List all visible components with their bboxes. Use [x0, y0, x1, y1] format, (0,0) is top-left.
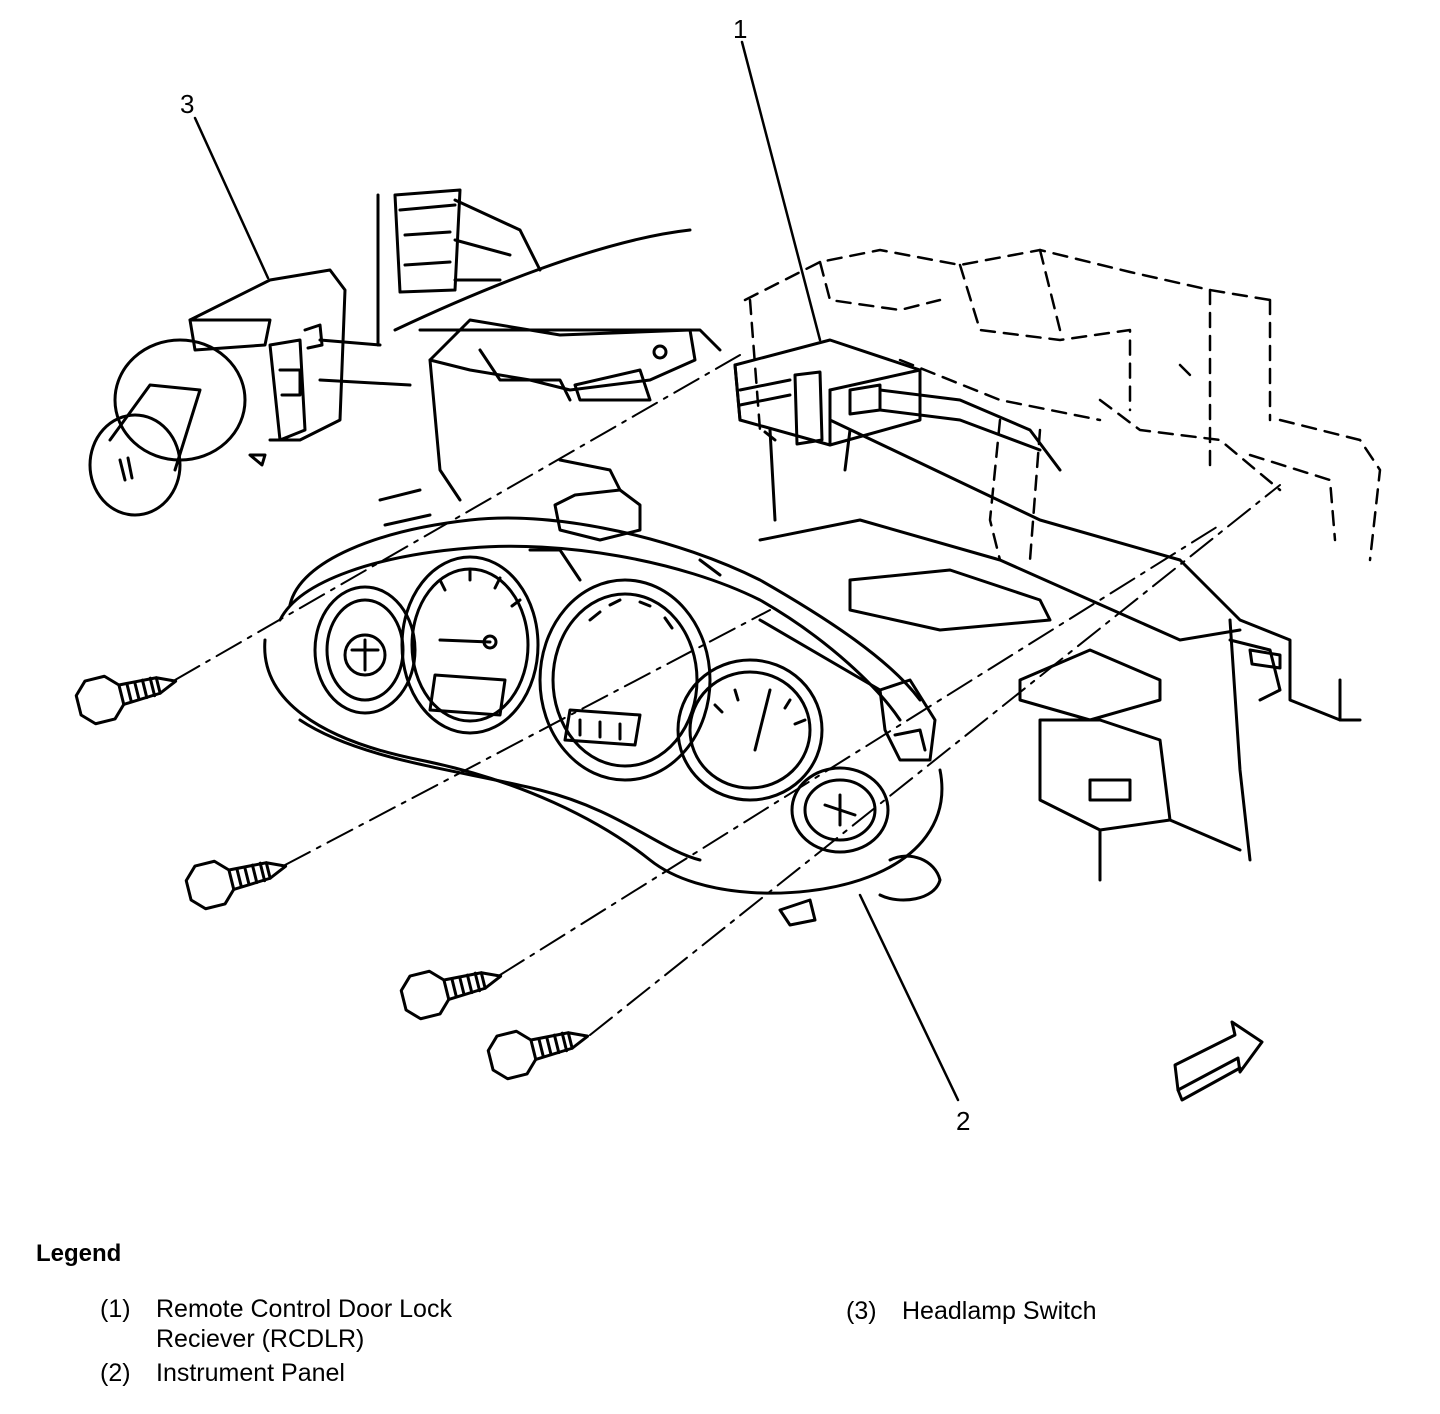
legend-item-number: (3) [846, 1297, 877, 1325]
callout-2: 2 [956, 1106, 970, 1136]
legend-item-number: (1) [100, 1295, 131, 1323]
screw-3 [399, 969, 503, 1021]
screw-2 [184, 859, 288, 911]
leader-lines [193, 40, 960, 1102]
dashboard-carrier [758, 418, 1362, 882]
screw-4 [486, 1029, 590, 1081]
view-direction-arrow-icon [1173, 1020, 1264, 1102]
rcdlr-module-drawing [733, 338, 1062, 522]
legend-item-3: (3) Headlamp Switch [846, 1296, 1097, 1326]
legend-title: Legend [36, 1240, 122, 1267]
dashboard-structure-dashed [743, 248, 1382, 562]
screw-alignment-lines [174, 354, 1281, 1036]
instrument-panel-diagram: 1 2 3 [74, 14, 1382, 1136]
legend-item-text: Instrument Panel [156, 1359, 345, 1387]
screw-1 [74, 674, 178, 726]
legend-item-2: (2) Instrument Panel [100, 1358, 345, 1388]
legend-item-1: (1) Remote Control Door Lock Reciever (R… [100, 1294, 452, 1354]
callout-3: 3 [180, 89, 194, 119]
connector-top [376, 188, 542, 347]
cluster-upper-trim [378, 228, 722, 527]
legend-item-text: Remote Control Door Lock Reciever (RCDLR… [156, 1295, 452, 1353]
instrument-cluster-drawing [263, 488, 944, 927]
headlamp-switch-drawing [88, 268, 412, 517]
legend-item-number: (2) [100, 1359, 131, 1387]
legend-item-text: Headlamp Switch [902, 1297, 1097, 1325]
callout-1: 1 [733, 14, 747, 44]
